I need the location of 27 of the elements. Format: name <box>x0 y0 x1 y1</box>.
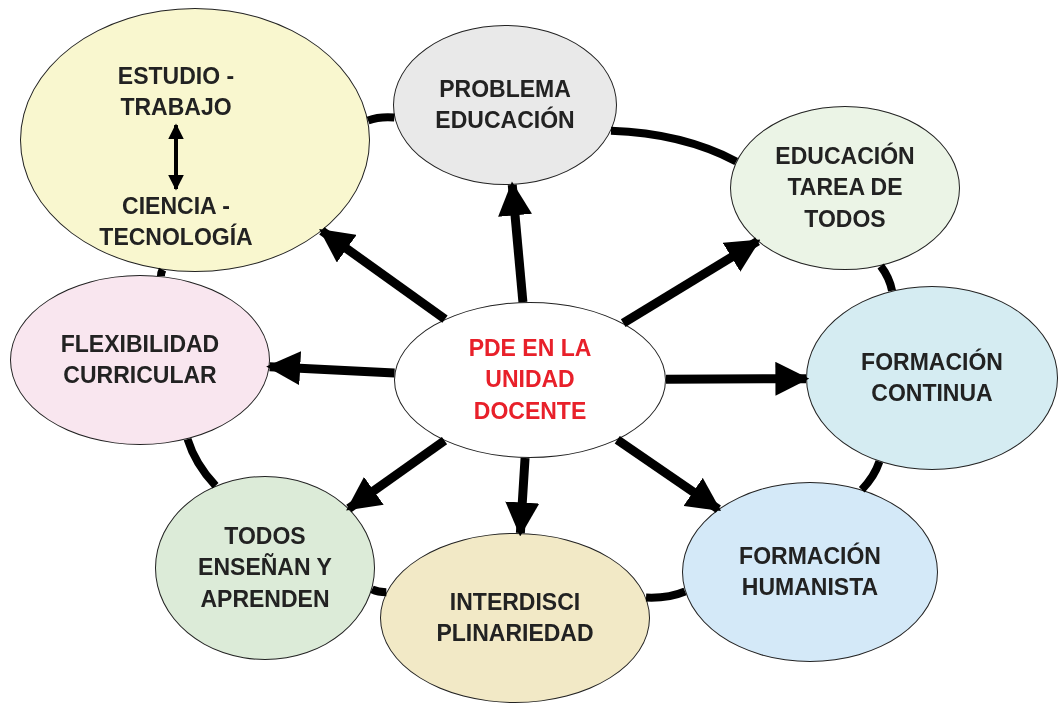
ring-connector <box>366 113 395 125</box>
node-label: PROBLEMA EDUCACIÓN <box>434 74 576 135</box>
node-label: PDE EN LA UNIDAD DOCENTE <box>467 334 593 426</box>
node-label: CIENCIA - TECNOLOGÍA <box>98 192 254 253</box>
ring-connector <box>610 126 738 166</box>
arrow <box>319 227 448 323</box>
arrow <box>346 437 448 513</box>
node-label: INTERDISCI PLINARIEDAD <box>435 587 595 648</box>
arrow <box>505 457 540 537</box>
arrow <box>620 237 761 328</box>
ring-connector <box>157 268 167 277</box>
arrow <box>665 361 810 396</box>
node-label: ESTUDIO - TRABAJO <box>116 62 236 123</box>
arrow <box>614 436 722 513</box>
arrow <box>168 123 184 191</box>
node-label: FORMACIÓN HUMANISTA <box>738 541 882 602</box>
node-label: TODOS ENSEÑAN Y APRENDEN <box>197 522 333 614</box>
node-label: FORMACIÓN CONTINUA <box>860 347 1004 408</box>
ring-connector <box>183 437 219 489</box>
node-label: FLEXIBILIDAD CURRICULAR <box>59 329 221 390</box>
ring-connector <box>645 587 687 602</box>
node-label: EDUCACIÓN TAREA DE TODOS <box>774 141 916 234</box>
arrow <box>266 351 395 386</box>
arrow <box>498 181 532 303</box>
ring-connector <box>858 460 884 493</box>
ring-connector <box>370 585 387 597</box>
ring-connector <box>877 263 896 292</box>
